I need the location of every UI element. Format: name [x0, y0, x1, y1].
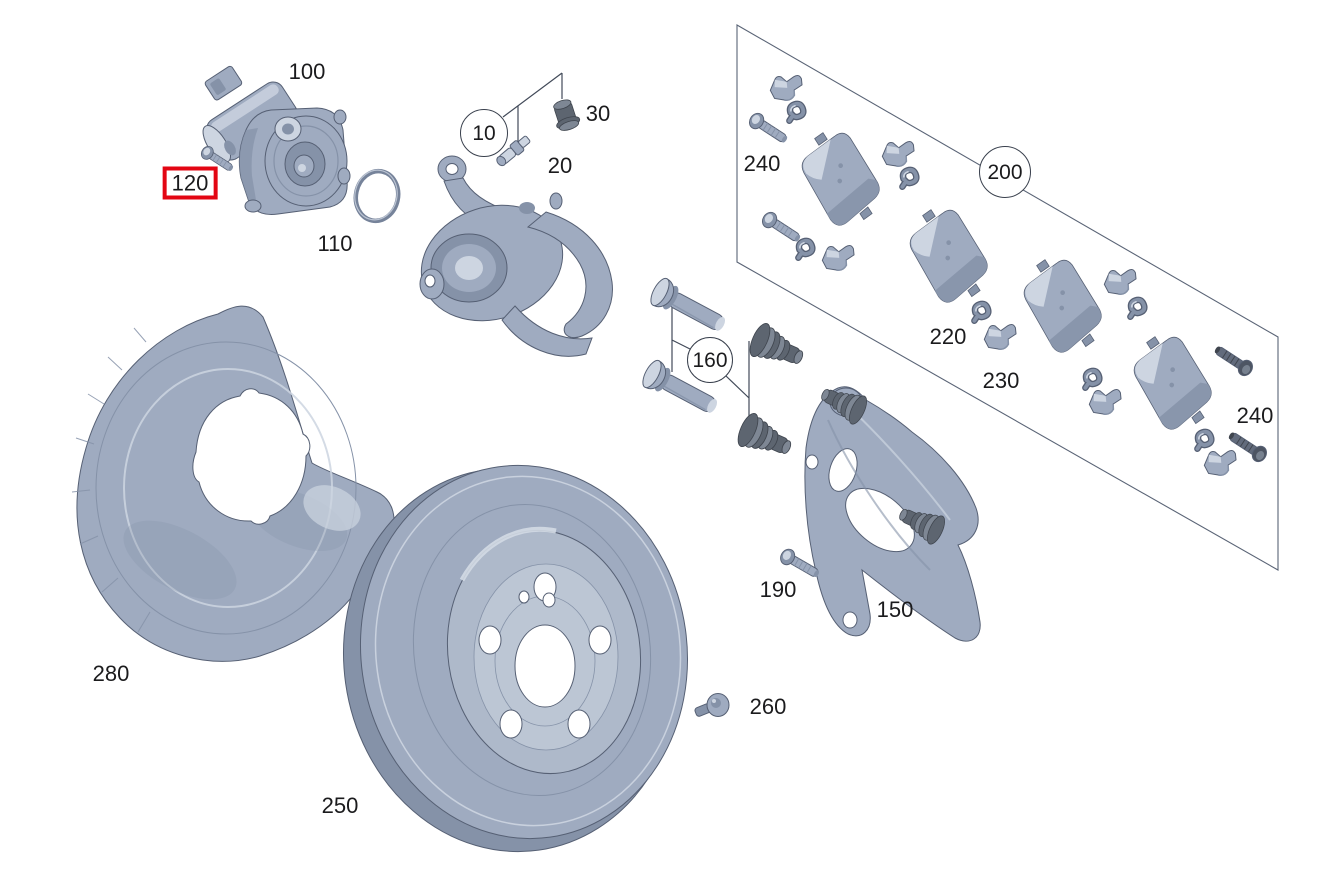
brake-pad-illustration — [1123, 324, 1223, 439]
pad-spring-clip-illustration — [1085, 384, 1126, 419]
brake-disc-illustration — [343, 464, 688, 853]
pad-e-clip-illustration — [794, 239, 814, 257]
part-callout-20[interactable]: 20 — [547, 153, 573, 178]
brake-caliper-illustration — [419, 155, 613, 357]
part-callout-240-right[interactable]: 240 — [1236, 403, 1274, 428]
pad-spring-clip-illustration — [878, 136, 919, 171]
guide-pin-boot-illustration — [733, 410, 798, 466]
pad-spring-clip-illustration — [1200, 445, 1241, 480]
splash-shield-illustration — [71, 305, 395, 662]
part-callout-240-left[interactable]: 240 — [743, 151, 781, 176]
pad-spring-clip-illustration — [980, 319, 1021, 354]
pad-spring-clip-illustration — [766, 70, 807, 105]
part-callout-160[interactable]: 160 — [687, 337, 733, 383]
brake-pad-illustration — [899, 197, 999, 312]
guide-pin-boot-illustration — [745, 320, 810, 376]
disc-set-screw-illustration — [694, 693, 730, 717]
pad-kit-boundary-frame — [736, 24, 1279, 571]
part-callout-120-highlighted[interactable]: 120 — [162, 166, 218, 200]
pad-e-clip-illustration — [1081, 369, 1101, 387]
brake-pad-illustration — [791, 120, 891, 235]
bleeder-valve-illustration — [496, 135, 531, 167]
part-callout-200[interactable]: 200 — [979, 146, 1031, 198]
part-callout-30[interactable]: 30 — [585, 101, 611, 126]
pad-bolt-illustration — [746, 110, 792, 148]
part-callout-280[interactable]: 280 — [92, 661, 130, 686]
part-callout-250[interactable]: 250 — [321, 793, 359, 818]
pad-e-clip-illustration — [1193, 430, 1213, 448]
part-callout-260[interactable]: 260 — [749, 694, 787, 719]
part-callout-100[interactable]: 100 — [288, 59, 326, 84]
caliper-bracket-illustration — [804, 379, 981, 642]
guide-pin-illustration — [646, 275, 732, 340]
pad-bolt-illustration — [1210, 341, 1256, 379]
brake-pad-illustration — [1013, 247, 1113, 362]
pad-e-clip-illustration — [1126, 298, 1146, 316]
pad-e-clip-illustration — [898, 168, 918, 186]
pad-e-clip-illustration — [785, 102, 805, 120]
part-callout-150[interactable]: 150 — [876, 597, 914, 622]
part-callout-110[interactable]: 110 — [317, 231, 353, 256]
part-callout-10[interactable]: 10 — [460, 109, 508, 157]
pad-bolt-illustration — [759, 209, 805, 247]
o-ring-illustration — [353, 168, 401, 224]
pad-e-clip-illustration — [970, 302, 990, 320]
part-callout-230[interactable]: 230 — [982, 368, 1020, 393]
actuator-motor-illustration — [202, 65, 351, 215]
part-callout-220[interactable]: 220 — [929, 324, 967, 349]
leader-lines — [502, 72, 750, 422]
bleeder-cap-illustration — [553, 99, 581, 131]
part-callout-190[interactable]: 190 — [759, 577, 797, 602]
pad-spring-clip-illustration — [1100, 264, 1141, 299]
pad-spring-clip-illustration — [818, 240, 859, 275]
